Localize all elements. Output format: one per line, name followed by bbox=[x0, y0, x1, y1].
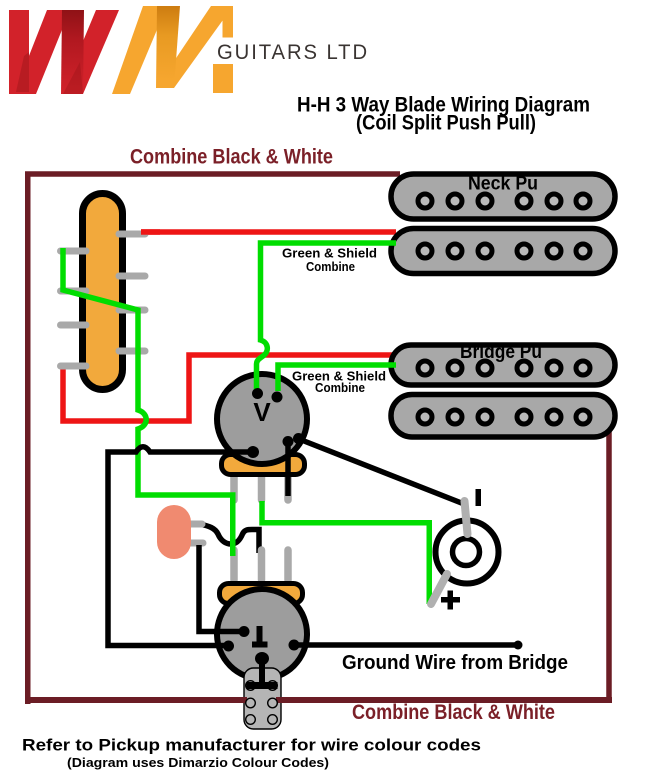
svg-text:Green & Shield: Green & Shield bbox=[292, 369, 386, 384]
svg-text:Ground Wire from Bridge: Ground Wire from Bridge bbox=[342, 652, 568, 674]
svg-text:(Coil Split Push Pull): (Coil Split Push Pull) bbox=[356, 112, 536, 135]
svg-text:Combine Black & White: Combine Black & White bbox=[352, 701, 555, 724]
svg-text:Combine: Combine bbox=[306, 259, 355, 274]
svg-text:Bridge Pu: Bridge Pu bbox=[460, 342, 542, 363]
svg-text:GUITARS LTD: GUITARS LTD bbox=[217, 41, 369, 64]
svg-text:Neck Pu: Neck Pu bbox=[468, 174, 538, 195]
svg-text:H-H 3 Way Blade Wiring Diagram: H-H 3 Way Blade Wiring Diagram bbox=[297, 94, 590, 117]
svg-text:Combine Black & White: Combine Black & White bbox=[130, 146, 333, 169]
svg-text:V: V bbox=[253, 397, 271, 427]
svg-text:(Diagram uses Dimarzio Colour: (Diagram uses Dimarzio Colour Codes) bbox=[67, 756, 329, 770]
svg-text:Green & Shield: Green & Shield bbox=[282, 246, 377, 261]
svg-text:Refer to Pickup manufacturer f: Refer to Pickup manufacturer for wire co… bbox=[22, 736, 481, 755]
svg-text:Combine: Combine bbox=[315, 380, 365, 395]
